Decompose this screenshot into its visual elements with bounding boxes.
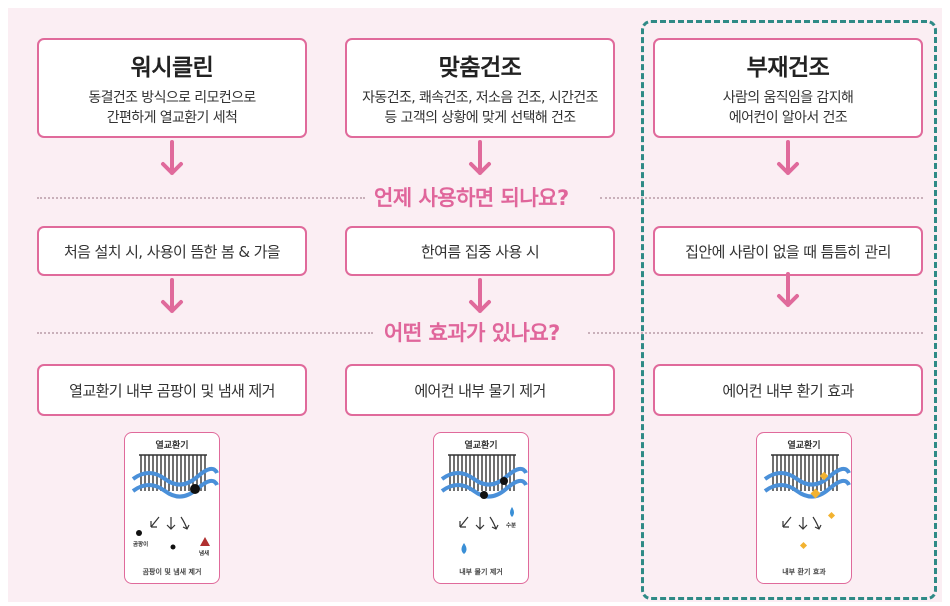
mold-label: 곰팡이 [133,542,149,548]
feature-desc: 자동건조, 쾌속건조, 저소음 건조, 시간건조 [362,90,598,106]
feature-desc: 사람의 움직임을 감지해 [722,90,854,106]
card-caption: 내부 환기 효과 [782,568,826,576]
smell-label: 냄새 [199,551,210,557]
feature-title: 워시클린 [130,55,214,81]
heat-exchanger-card: 열교환기 수분 내부 물기 제거 [433,432,529,584]
down-arrow-icon [777,272,799,307]
effect-text: 에어컨 내부 물기 제거 [414,381,546,400]
feature-title: 맞춤건조 [438,55,522,81]
effect-box: 열교환기 내부 곰팡이 및 냄새 제거 [37,364,307,416]
down-arrow-icon [161,278,183,313]
when-box: 처음 설치 시, 사용이 뜸한 봄 & 가을 [37,226,307,276]
dotted-divider [37,197,365,199]
card-caption: 내부 물기 제거 [459,568,503,576]
feature-desc: 간편하게 열교환기 세척 [106,110,238,126]
feature-box-custom-dry: 맞춤건조 자동건조, 쾌속건조, 저소음 건조, 시간건조 등 고객의 상황에 … [345,38,615,138]
card-title: 열교환기 [787,441,821,451]
heat-exchanger-card: 열교환기 내부 환기 효과 [756,432,852,584]
when-text: 처음 설치 시, 사용이 뜸한 봄 & 가을 [63,242,281,261]
when-text: 집안에 사람이 없을 때 틈틈히 관리 [685,242,891,261]
down-arrow-icon [161,140,183,175]
effect-box: 에어컨 내부 물기 제거 [345,364,615,416]
feature-title: 부재건조 [746,55,830,81]
down-arrow-icon [469,278,491,313]
moisture-label: 수분 [506,523,517,529]
card-caption: 곰팡이 및 냄새 제거 [142,568,202,576]
effect-text: 에어컨 내부 환기 효과 [722,381,854,400]
feature-desc: 동결건조 방식으로 리모컨으로 [88,90,256,106]
card-title: 열교환기 [155,441,189,451]
card-title: 열교환기 [464,441,498,451]
question-when: 언제 사용하면 되나요? [374,186,569,210]
when-text: 한여름 집중 사용 시 [420,242,540,261]
highlight-frame [641,20,937,600]
effect-box: 에어컨 내부 환기 효과 [653,364,923,416]
when-box: 한여름 집중 사용 시 [345,226,615,276]
heat-exchanger-card: 열교환기 곰팡이 냄새 곰팡이 및 냄새 제거 [124,432,220,584]
question-effect: 어떤 효과가 있나요? [384,321,560,345]
feature-desc: 에어컨이 알아서 건조 [728,110,848,126]
dotted-divider [600,197,923,199]
feature-box-wash-clean: 워시클린 동결건조 방식으로 리모컨으로 간편하게 열교환기 세척 [37,38,307,138]
feature-box-absence-dry: 부재건조 사람의 움직임을 감지해 에어컨이 알아서 건조 [653,38,923,138]
down-arrow-icon [469,140,491,175]
when-box: 집안에 사람이 없을 때 틈틈히 관리 [653,226,923,276]
effect-text: 열교환기 내부 곰팡이 및 냄새 제거 [69,381,275,400]
dotted-divider [37,332,373,334]
feature-desc: 등 고객의 상황에 맞게 선택해 건조 [384,110,576,126]
down-arrow-icon [777,140,799,175]
dotted-divider [588,332,923,334]
heat-exchanger-illustration [763,454,851,550]
heat-exchanger-illustration [440,454,528,554]
heat-exchanger-illustration [131,454,219,550]
